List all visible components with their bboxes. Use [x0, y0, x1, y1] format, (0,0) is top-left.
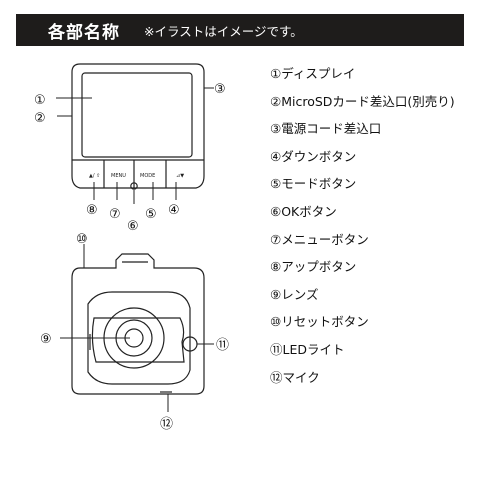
legend-item-reset-button: ⑩リセットボタン — [270, 314, 369, 330]
callout-11: ⑪ — [216, 338, 229, 353]
callout-12: ⑫ — [160, 417, 173, 432]
callout-6: ⑥ — [127, 219, 139, 234]
menu-button-label: MENU — [111, 173, 126, 179]
callout-7: ⑦ — [109, 207, 121, 222]
legend-item-microphone: ⑫マイク — [270, 369, 320, 385]
callout-3: ③ — [214, 82, 226, 97]
callout-9: ⑨ — [40, 332, 52, 347]
legend-item-power-port: ③電源コード差込口 — [270, 121, 382, 137]
legend-item-microsd-slot: ②MicroSDカード差込口(別売り) — [270, 93, 455, 109]
down-button-label: ⊿▼ — [176, 173, 184, 179]
legend-item-down-button: ④ダウンボタン — [270, 148, 357, 164]
legend-item-menu-button: ⑦メニューボタン — [270, 231, 369, 247]
display-screen — [81, 72, 193, 158]
section-header: 各部名称 ※イラストはイメージです。 — [16, 14, 464, 46]
legend-item-lens: ⑨レンズ — [270, 286, 319, 302]
callout-8: ⑧ — [86, 203, 98, 218]
camera-front-view — [71, 63, 205, 190]
legend-item-up-button: ⑧アップボタン — [270, 259, 357, 275]
legend-item-mode-button: ⑤モードボタン — [270, 176, 357, 192]
callout-2: ② — [34, 111, 46, 126]
illustration-note: ※イラストはイメージです。 — [144, 23, 303, 39]
parts-legend: ①ディスプレイ ②MicroSDカード差込口(別売り) ③電源コード差込口 ④ダ… — [270, 66, 455, 397]
callout-1: ① — [34, 93, 46, 108]
up-button-label: ▲/ ⇧ — [89, 173, 100, 179]
ok-button — [130, 182, 138, 190]
camera-back-view — [71, 253, 205, 395]
legend-item-ok-button: ⑥OKボタン — [270, 203, 337, 219]
legend-item-display: ①ディスプレイ — [270, 66, 356, 81]
callout-5: ⑤ — [145, 207, 157, 222]
camera-front-body — [71, 63, 205, 189]
lens-housing — [87, 291, 191, 385]
legend-item-led-light: ⑪LEDライト — [270, 341, 345, 357]
callout-4: ④ — [168, 203, 180, 218]
callout-10: ⑩ — [76, 232, 88, 247]
section-title: 各部名称 — [48, 22, 120, 43]
camera-back-body — [71, 253, 205, 395]
mode-button-label: MODE — [140, 173, 155, 179]
